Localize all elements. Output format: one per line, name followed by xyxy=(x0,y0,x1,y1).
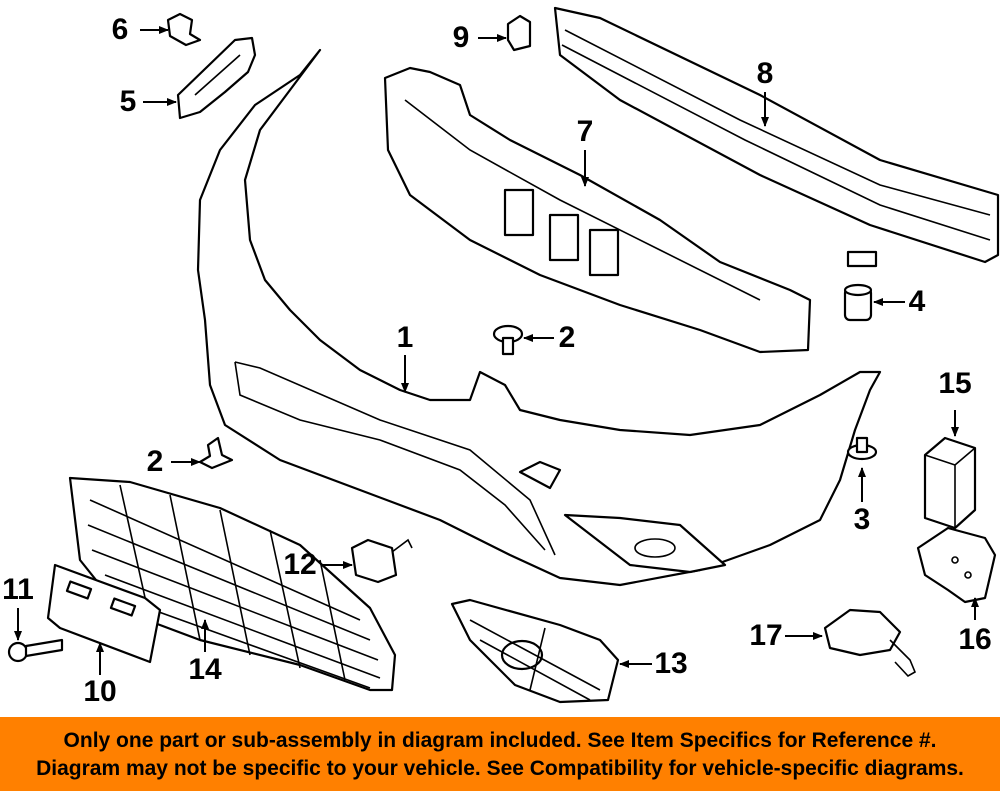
license-bracket-part xyxy=(46,563,162,664)
screw-part xyxy=(7,638,64,663)
leader-lines xyxy=(14,26,979,675)
clip-part-right xyxy=(846,436,878,461)
callout-2-left: 2 xyxy=(146,445,164,478)
sensor-bracket-part xyxy=(823,608,917,678)
callout-1: 1 xyxy=(396,321,414,354)
disclaimer-banner: Only one part or sub-assembly in diagram… xyxy=(0,717,1000,791)
lower-grille-part xyxy=(68,476,397,692)
mounting-bracket-part xyxy=(916,526,997,604)
tow-hook-cover-part xyxy=(350,538,413,584)
reinforcement-bar-part xyxy=(553,6,1000,268)
callout-2-upper: 2 xyxy=(558,321,576,354)
disclaimer-line-1: Only one part or sub-assembly in diagram… xyxy=(63,729,937,752)
side-bracket-part xyxy=(176,36,257,120)
bumper-exploded-diagram xyxy=(7,6,1000,704)
callout-8: 8 xyxy=(756,57,774,90)
clip-part-left xyxy=(198,436,234,470)
callout-6: 6 xyxy=(111,13,129,46)
callout-4: 4 xyxy=(908,285,926,318)
fog-lamp-bezel-part xyxy=(450,598,620,704)
callout-9: 9 xyxy=(452,21,470,54)
retainer-clip-part xyxy=(506,14,532,52)
callout-11: 11 xyxy=(2,573,34,606)
callout-17: 17 xyxy=(749,619,783,652)
callout-5: 5 xyxy=(119,85,137,118)
callout-14: 14 xyxy=(188,653,222,686)
callout-12: 12 xyxy=(283,548,317,581)
callout-7: 7 xyxy=(576,115,594,148)
control-module-part xyxy=(923,436,977,530)
callout-16: 16 xyxy=(958,623,992,656)
callout-3: 3 xyxy=(853,503,871,536)
bumper-cover-part xyxy=(196,48,882,587)
callout-15: 15 xyxy=(938,367,972,400)
spacer-part xyxy=(843,283,873,322)
callout-13: 13 xyxy=(654,647,688,680)
push-clip-part xyxy=(166,12,202,47)
energy-absorber-part xyxy=(383,66,812,354)
callout-10: 10 xyxy=(83,675,117,708)
disclaimer-line-2: Diagram may not be specific to your vehi… xyxy=(36,757,964,780)
clip-part-upper xyxy=(492,324,524,356)
